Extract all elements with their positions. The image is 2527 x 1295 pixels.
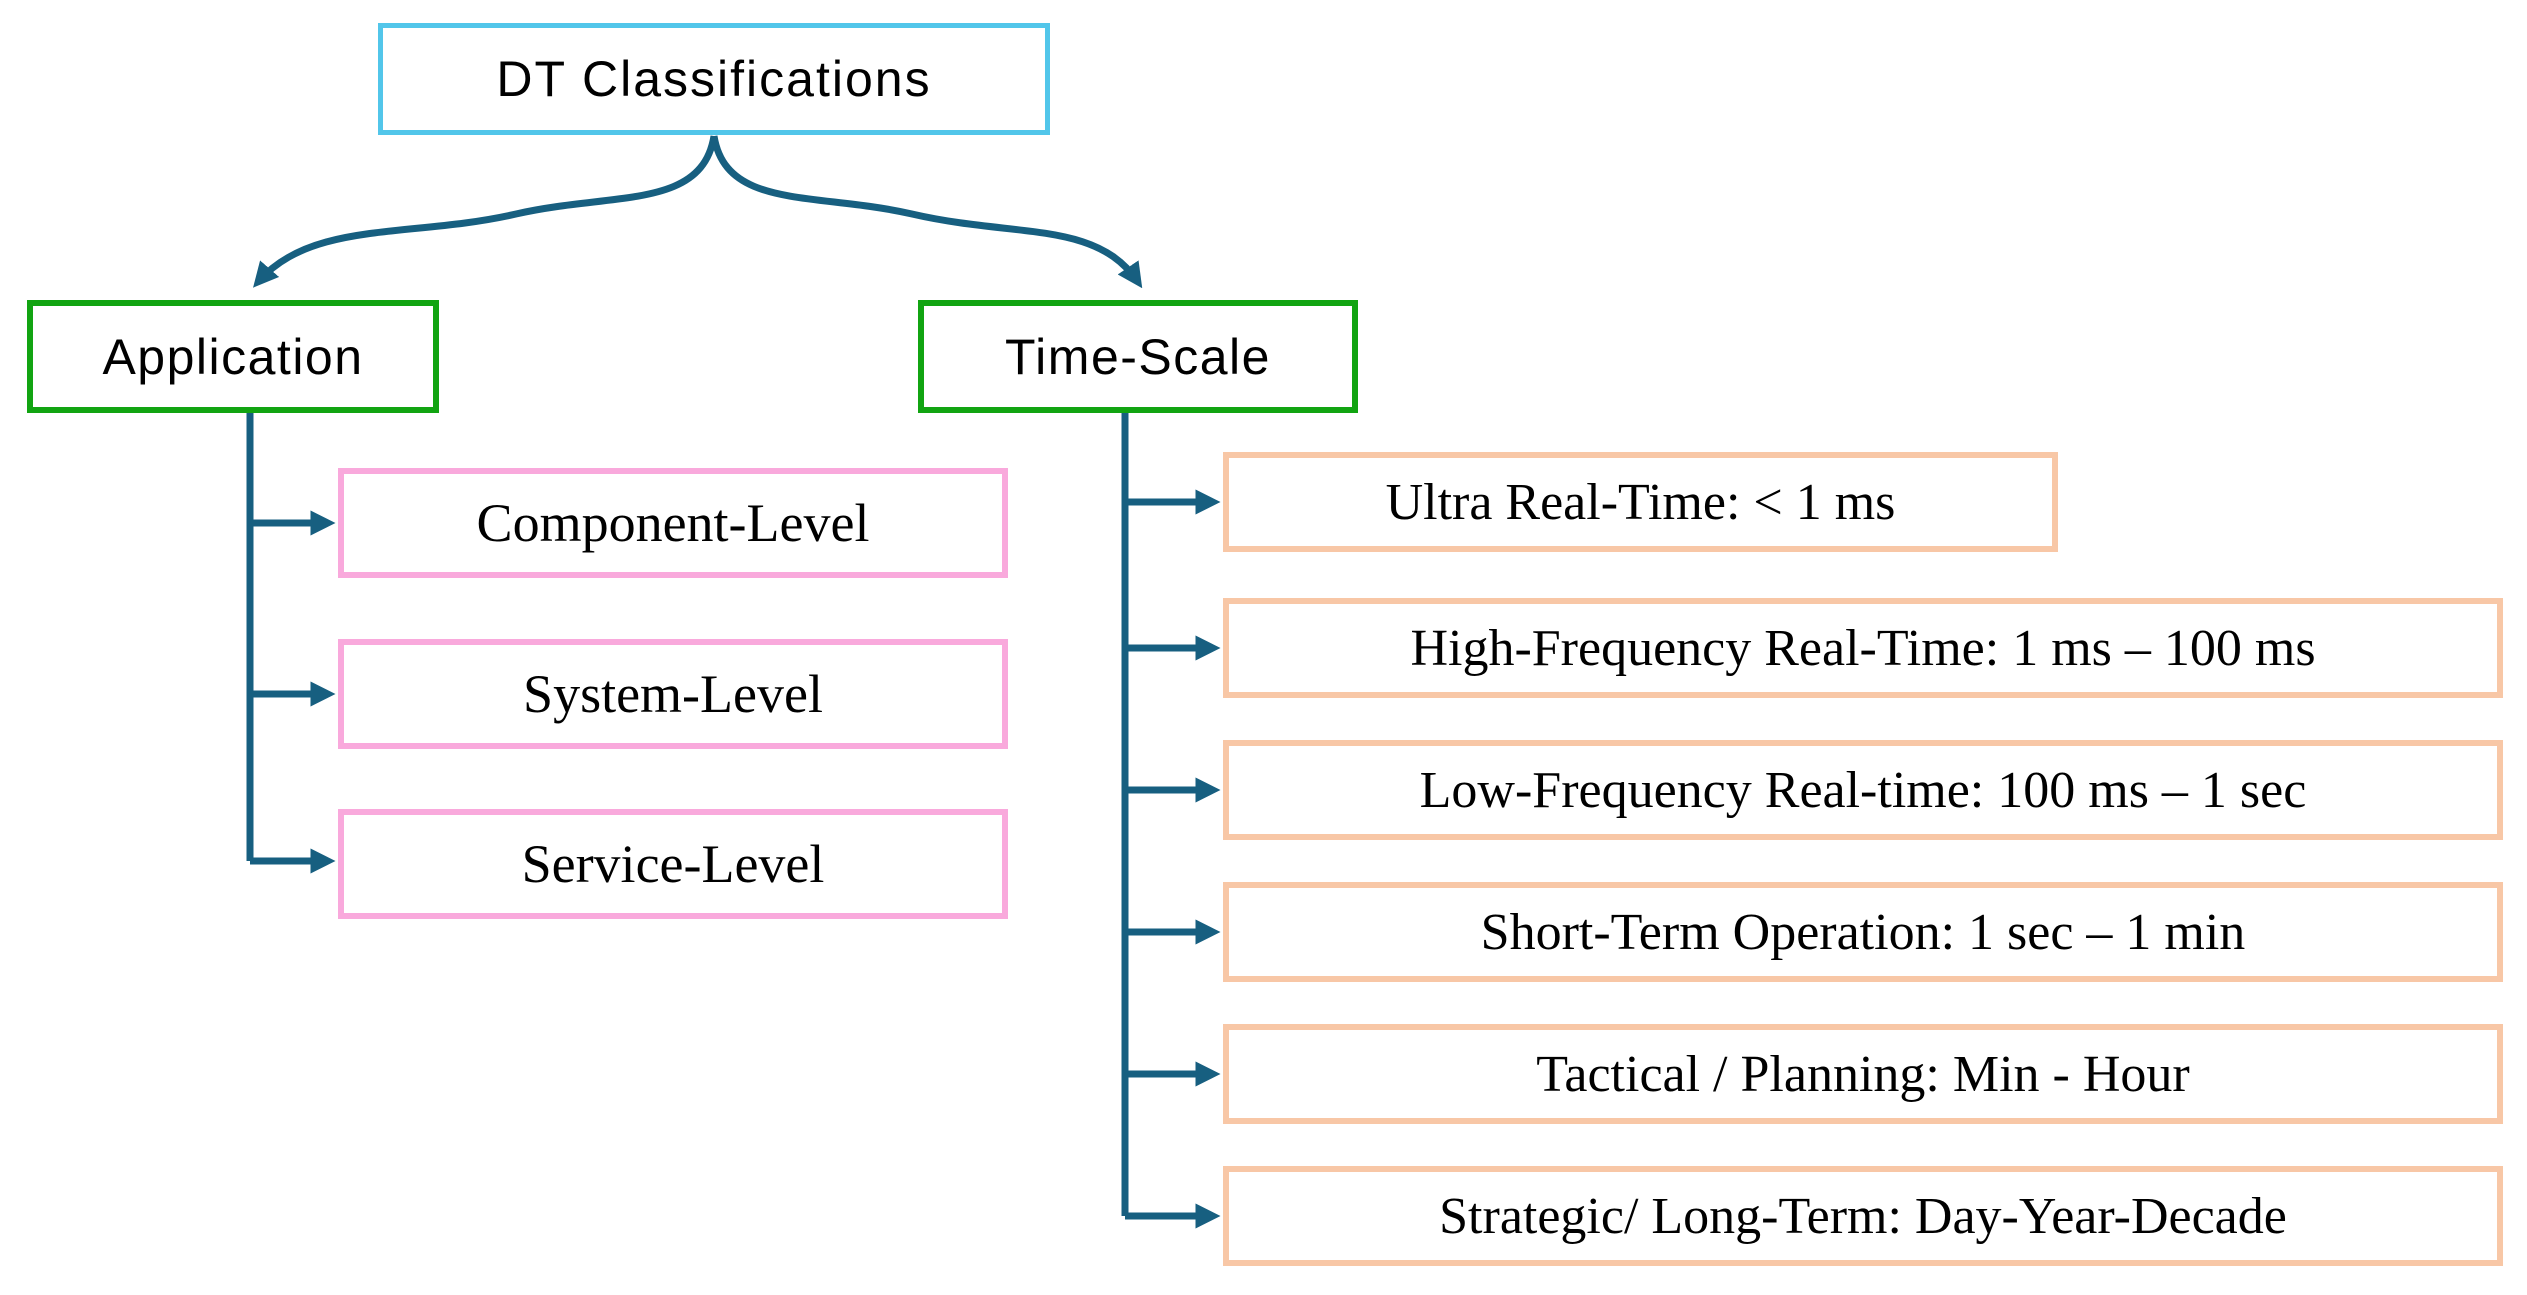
timescale-item-short-term: Short-Term Operation: 1 sec – 1 min bbox=[1223, 882, 2503, 982]
curve-root-to-application bbox=[253, 135, 718, 288]
application-item-component-level: Component-Level bbox=[338, 468, 1008, 578]
root-node-dt-classifications: DT Classifications bbox=[378, 23, 1050, 135]
timescale-item-ultra-real-time: Ultra Real-Time: < 1 ms bbox=[1223, 452, 2058, 552]
application-item-service-level: Service-Level bbox=[338, 809, 1008, 919]
timescale-item-tactical-planning: Tactical / Planning: Min - Hour bbox=[1223, 1024, 2503, 1124]
application-item-system-level: System-Level bbox=[338, 639, 1008, 749]
category-node-application: Application bbox=[27, 300, 439, 413]
category-node-time-scale: Time-Scale bbox=[918, 300, 1358, 413]
curve-root-to-timescale bbox=[710, 135, 1143, 289]
timescale-item-low-frequency: Low-Frequency Real-time: 100 ms – 1 sec bbox=[1223, 740, 2503, 840]
timescale-item-high-frequency: High-Frequency Real-Time: 1 ms – 100 ms bbox=[1223, 598, 2503, 698]
timescale-item-strategic-long-term: Strategic/ Long-Term: Day-Year-Decade bbox=[1223, 1166, 2503, 1266]
